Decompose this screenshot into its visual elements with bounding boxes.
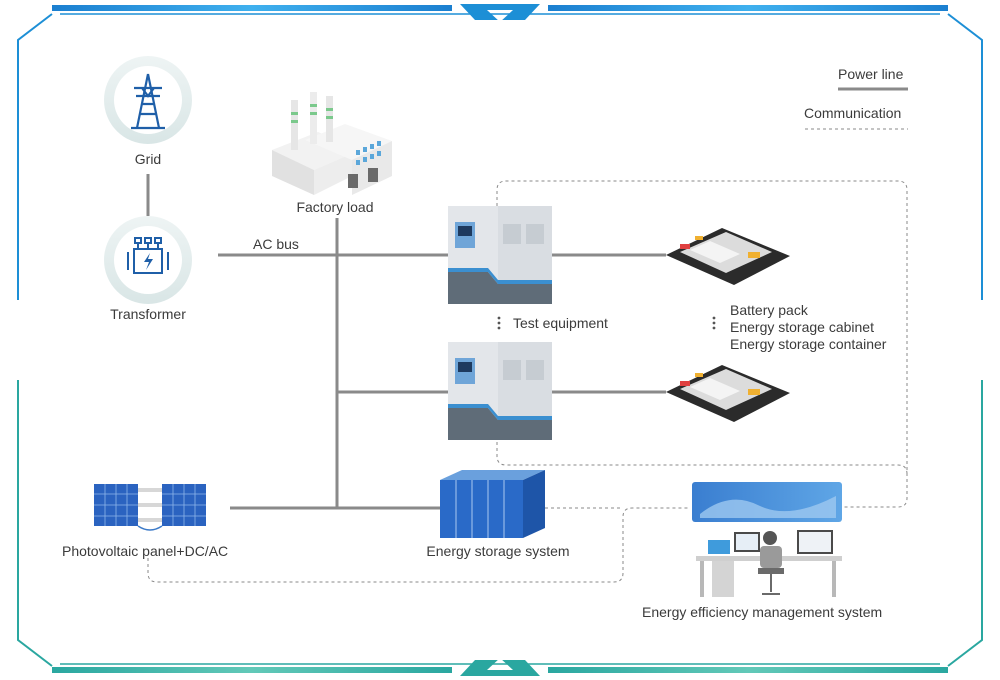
ac-bus-label: AC bus	[253, 236, 299, 252]
energy-storage-system-label: Energy storage system	[426, 543, 570, 559]
energy-storage-container-icon	[440, 470, 545, 538]
solar-panel-icon	[94, 484, 206, 531]
photovoltaic-label: Photovoltaic panel+DC/AC	[62, 543, 229, 559]
battery-pack-label: Battery pack	[730, 302, 808, 318]
grid-icon	[104, 56, 192, 144]
battery-pack-icon-1	[666, 228, 790, 285]
power-lines	[146, 174, 666, 510]
communication-lines	[147, 180, 908, 583]
transformer-label: Transformer	[110, 306, 186, 322]
ems-label: Energy efficiency management system	[642, 604, 883, 620]
frame-top	[17, 4, 983, 300]
grid-label: Grid	[134, 151, 162, 167]
ems-workstation-icon	[692, 482, 842, 597]
frame-bottom	[17, 380, 983, 676]
factory-icon	[272, 92, 392, 195]
energy-storage-container-label: Energy storage container	[730, 336, 887, 352]
energy-storage-cabinet-label: Energy storage cabinet	[730, 319, 874, 335]
test-equipment-cabinet-1	[448, 206, 552, 304]
legend-communication-label: Communication	[804, 105, 902, 121]
test-equipment-label: Test equipment	[513, 315, 608, 331]
ellipsis-markers	[497, 316, 716, 330]
transformer-icon	[104, 216, 192, 304]
battery-pack-icon-2	[666, 365, 790, 422]
test-equipment-cabinet-2	[448, 342, 552, 440]
legend-power-line-label: Power line	[838, 66, 904, 82]
factory-load-label: Factory load	[296, 199, 374, 215]
